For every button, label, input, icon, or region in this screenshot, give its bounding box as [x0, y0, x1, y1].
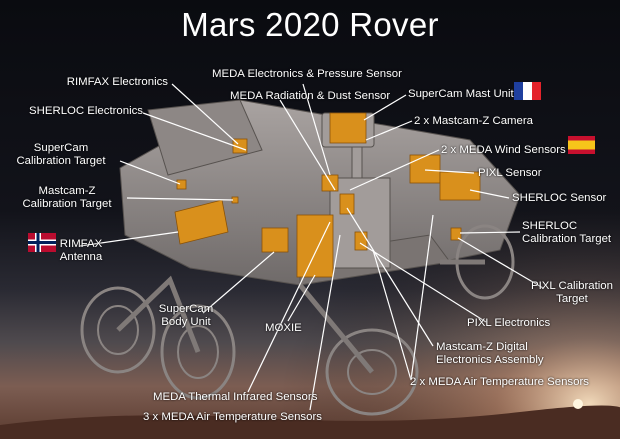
label-moxie: MOXIE: [265, 322, 302, 334]
sherloc-sensor-part: [439, 171, 481, 201]
france-flag-icon: [514, 82, 541, 100]
label-line: Antenna: [59, 251, 103, 263]
label-pixl-sensor: PIXL Sensor: [478, 167, 542, 179]
label-line: Electronics Assembly: [436, 354, 544, 366]
sun: [573, 399, 583, 409]
label-line: Calibration Target: [22, 198, 112, 210]
label-line: PIXL Calibration: [531, 280, 613, 292]
label-line: Calibration Target: [522, 233, 612, 245]
label-mastcam-z-digital-electronics-assembly: Mastcam-Z Digital Electronics Assembly: [436, 341, 544, 367]
label-meda-wind-sensors-2: 2 x MEDA Wind Sensors: [441, 144, 566, 156]
mastcam-z-dea-part: [339, 193, 355, 215]
label-meda-electronics-pressure-sensor: MEDA Electronics & Pressure Sensor: [212, 68, 402, 80]
label-meda-air-temperature-sensors-2: 2 x MEDA Air Temperature Sensors: [410, 376, 589, 388]
supercam-calibration-part: [176, 179, 187, 190]
sherloc-calibration-part: [450, 227, 462, 241]
label-meda-radiation-dust-sensor: MEDA Radiation & Dust Sensor: [230, 90, 391, 102]
label-line: Mastcam-Z Digital: [436, 341, 528, 353]
label-line: Calibration Target: [16, 155, 106, 167]
spain-flag-icon: [568, 136, 595, 154]
label-supercam-calibration-target: SuperCam Calibration Target: [8, 142, 114, 168]
supercam-mast-part: [329, 112, 367, 144]
label-mastcam-z-camera-2: 2 x Mastcam-Z Camera: [414, 115, 533, 127]
label-supercam-body-unit: SuperCam Body Unit: [150, 303, 222, 329]
page-title: Mars 2020 Rover: [181, 6, 439, 43]
label-sherloc-calibration-target: SHERLOC Calibration Target: [522, 220, 611, 246]
label-line: RIMFAX: [59, 238, 103, 250]
label-mastcam-z-calibration-target: Mastcam-Z Calibration Target: [8, 185, 126, 211]
label-rimfax-antenna: RIMFAX Antenna: [58, 238, 104, 264]
instrument-components: [174, 112, 481, 278]
leader-lines: [79, 83, 544, 411]
label-line: Body Unit: [161, 316, 211, 328]
label-line: Mastcam-Z: [38, 185, 96, 197]
label-supercam-mast-unit: SuperCam Mast Unit: [408, 88, 514, 100]
label-pixl-electronics: PIXL Electronics: [467, 317, 551, 329]
supercam-body-part: [261, 227, 289, 253]
label-meda-thermal-infrared-sensors: MEDA Thermal Infrared Sensors: [153, 391, 318, 403]
meda-electronics-part: [321, 174, 339, 192]
label-line: Target: [556, 293, 588, 305]
label-rimfax-electronics: RIMFAX Electronics: [66, 76, 168, 88]
mars-terrain: [0, 405, 620, 439]
label-sherloc-sensor: SHERLOC Sensor: [512, 192, 607, 204]
rover-suspension: [116, 259, 485, 374]
norway-flag-icon: [28, 233, 56, 252]
moxie-part: [296, 214, 334, 278]
label-line: SuperCam: [158, 303, 214, 315]
label-pixl-calibration-target: PIXL Calibration Target: [528, 280, 616, 306]
label-line: SuperCam: [33, 142, 89, 154]
pixl-sensor-part: [409, 154, 441, 184]
rimfax-antenna-part: [174, 199, 229, 245]
label-meda-air-temperature-sensors-3: 3 x MEDA Air Temperature Sensors: [143, 411, 322, 423]
label-sherloc-electronics: SHERLOC Electronics: [29, 105, 143, 117]
pixl-electronics-part: [354, 231, 368, 251]
label-line: SHERLOC: [522, 220, 578, 232]
